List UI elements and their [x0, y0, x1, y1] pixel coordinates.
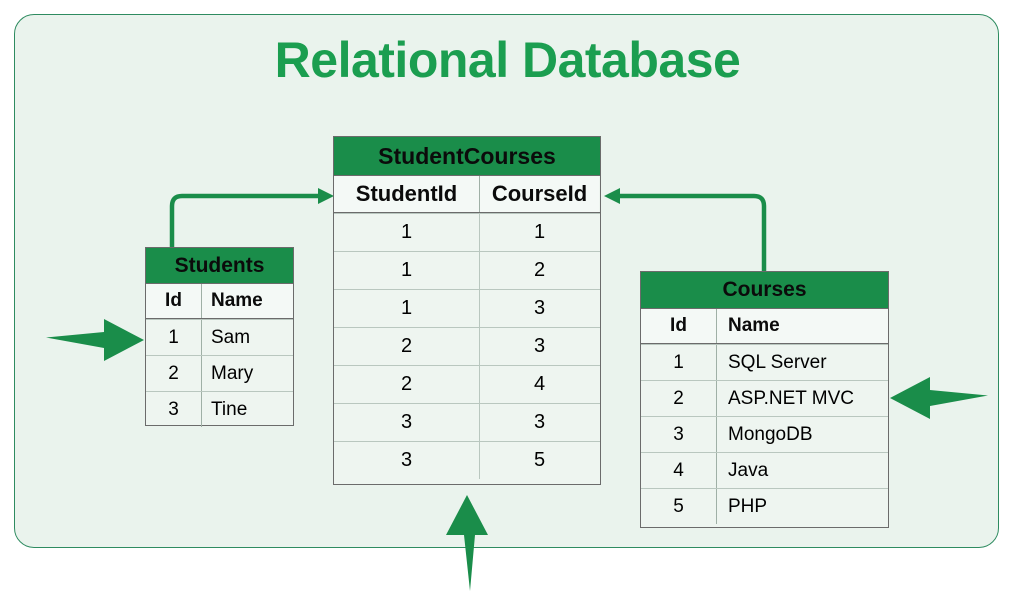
cell-id: 3	[641, 417, 717, 452]
table-courses: Courses Id Name 1 SQL Server 2 ASP.NET M…	[640, 271, 889, 528]
column-header-id: Id	[146, 284, 202, 318]
table-student-courses: StudentCourses StudentId CourseId 1 1 1 …	[333, 136, 601, 485]
cell-name: Mary	[211, 362, 254, 384]
table-student-courses-header-row: StudentId CourseId	[334, 175, 600, 213]
cell-courseid: 4	[533, 373, 546, 395]
column-header-id: Id	[641, 309, 717, 343]
cell-name: Sam	[211, 326, 251, 348]
table-row: 4 Java	[641, 452, 888, 488]
table-row: 5 PHP	[641, 488, 888, 524]
cell-id: 1	[146, 320, 202, 355]
table-row: 3 MongoDB	[641, 416, 888, 452]
column-header-studentid: StudentId	[334, 176, 480, 212]
table-row: 2 4	[334, 365, 600, 403]
studentcourses-pointer-arrow	[442, 495, 492, 593]
cell-name: Java	[728, 459, 769, 481]
table-students: Students Id Name 1 Sam 2 Mary 3 Tine	[145, 247, 294, 427]
cell-studentid: 3	[334, 404, 480, 441]
cell-studentid: 3	[334, 442, 480, 479]
cell-studentid: 1	[334, 214, 480, 251]
table-row: 2 3	[334, 327, 600, 365]
cell-courseid: 2	[533, 259, 546, 281]
cell-studentid: 1	[334, 290, 480, 327]
cell-id: 1	[641, 345, 717, 380]
courses-pointer-arrow	[888, 373, 988, 423]
cell-name: MongoDB	[728, 423, 813, 445]
table-row: 1 2	[334, 251, 600, 289]
column-header-courseid: CourseId	[480, 176, 599, 212]
table-students-header-row: Id Name	[146, 283, 293, 319]
table-students-title: Students	[146, 248, 293, 283]
table-row: 3 3	[334, 403, 600, 441]
cell-id: 5	[641, 489, 717, 524]
table-row: 2 ASP.NET MVC	[641, 380, 888, 416]
cell-courseid: 1	[533, 221, 546, 243]
students-pointer-arrow	[46, 315, 146, 365]
cell-courseid: 5	[533, 449, 546, 471]
table-row: 2 Mary	[146, 355, 293, 391]
table-row: 1 3	[334, 289, 600, 327]
column-header-name: Name	[202, 284, 293, 318]
table-row: 3 5	[334, 441, 600, 479]
cell-studentid: 1	[334, 252, 480, 289]
column-header-name: Name	[717, 309, 888, 343]
cell-studentid: 2	[334, 328, 480, 365]
cell-id: 2	[641, 381, 717, 416]
cell-name: PHP	[728, 495, 768, 517]
table-row: 1 1	[334, 213, 600, 251]
cell-id: 2	[146, 356, 202, 391]
table-row: 1 SQL Server	[641, 344, 888, 380]
cell-courseid: 3	[533, 335, 546, 357]
cell-name: SQL Server	[728, 351, 827, 373]
cell-studentid: 2	[334, 366, 480, 403]
table-courses-title: Courses	[641, 272, 888, 308]
cell-id: 4	[641, 453, 717, 488]
cell-name: Tine	[211, 398, 248, 420]
table-courses-header-row: Id Name	[641, 308, 888, 344]
cell-courseid: 3	[533, 297, 546, 319]
page-title: Relational Database	[274, 32, 741, 88]
table-student-courses-title: StudentCourses	[334, 137, 600, 175]
table-row: 3 Tine	[146, 391, 293, 427]
cell-courseid: 3	[533, 411, 546, 433]
table-row: 1 Sam	[146, 319, 293, 355]
cell-name: ASP.NET MVC	[728, 387, 855, 409]
cell-id: 3	[146, 392, 202, 427]
